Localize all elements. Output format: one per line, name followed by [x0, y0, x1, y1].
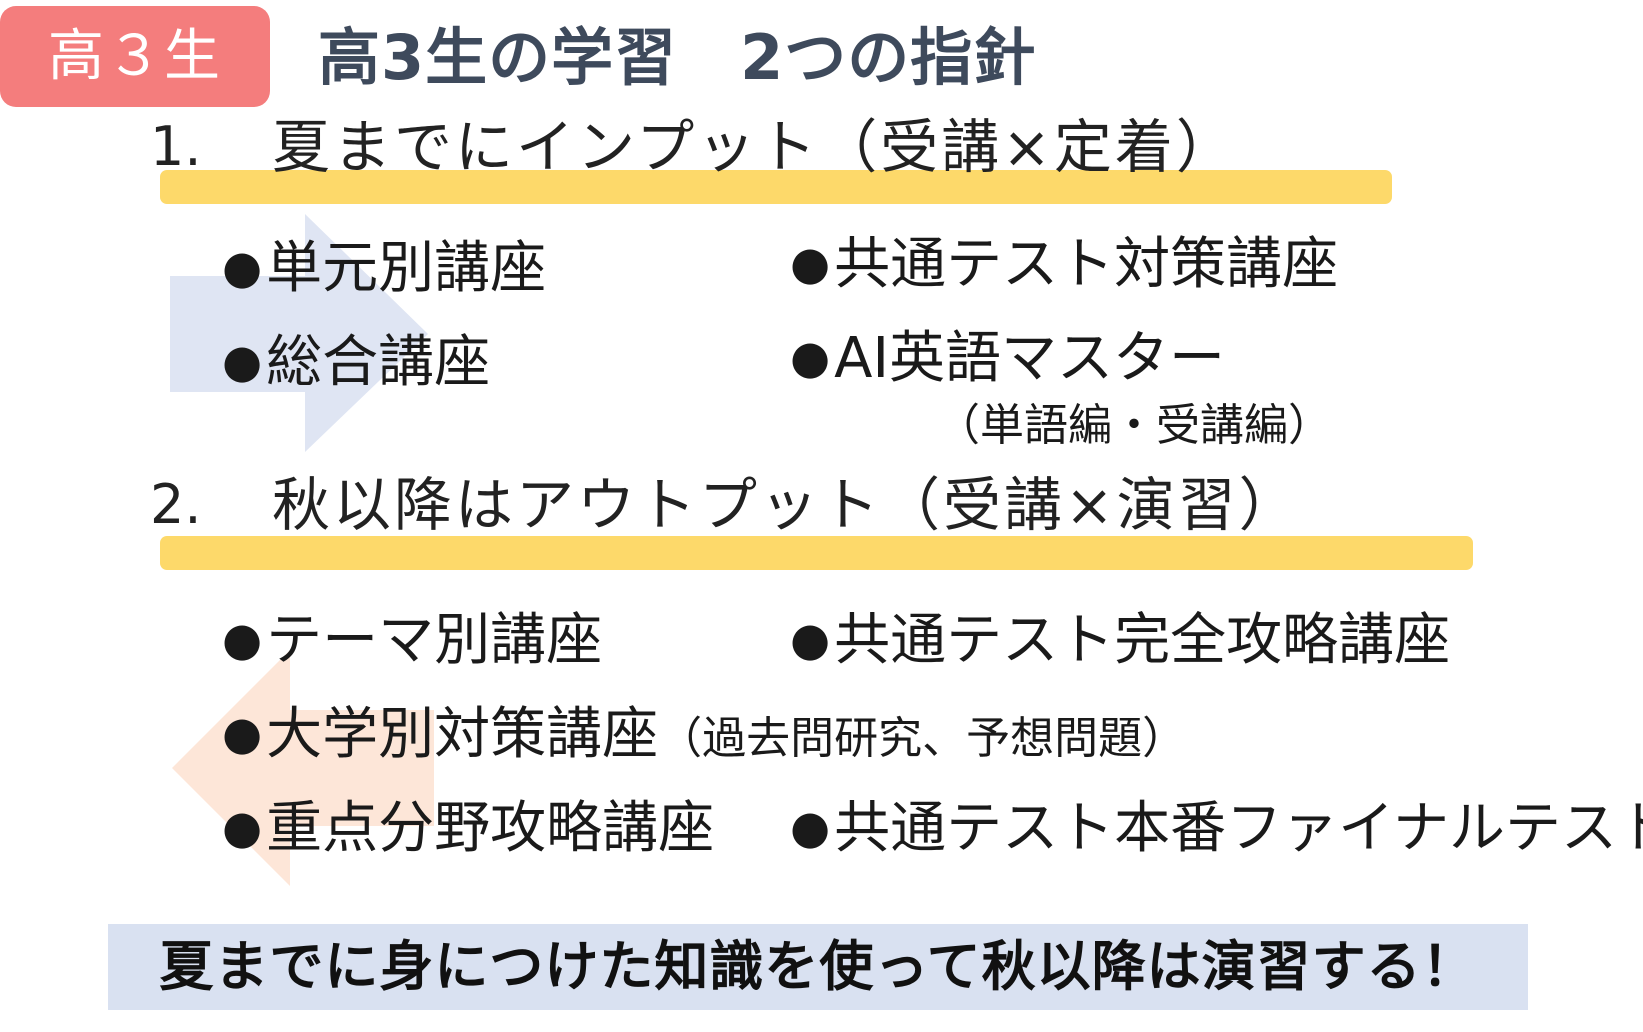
bullet-icon: ● — [790, 612, 831, 666]
bullet-icon: ● — [222, 800, 263, 854]
section-1-highlight — [160, 170, 1392, 204]
list-item: ●共通テスト完全攻略講座 — [790, 608, 1451, 673]
list-item: ●共通テスト対策講座 — [790, 232, 1339, 297]
list-item: ●総合講座 — [222, 330, 491, 395]
bullet-icon: ● — [222, 334, 263, 388]
bullet-icon: ● — [222, 706, 263, 760]
arrow-left-icon — [172, 650, 434, 886]
list-item: ●テーマ別講座 — [222, 608, 603, 673]
grade-badge: 高３生 — [0, 6, 270, 107]
list-item: ●単元別講座 — [222, 236, 547, 301]
item-note: （単語編・受講編） — [936, 400, 1332, 451]
bullet-icon: ● — [222, 612, 263, 666]
list-item: ●共通テスト本番ファイナルテスト — [790, 796, 1643, 861]
list-item: ●大学別対策講座（過去問研究、予想問題） — [222, 702, 1187, 767]
list-item: ●AI英語マスター — [790, 326, 1225, 391]
section-2-number: 2. — [150, 473, 202, 536]
list-item: ●重点分野攻略講座 — [222, 796, 715, 861]
arrow-right-icon — [170, 214, 428, 452]
bullet-icon: ● — [790, 330, 831, 384]
section-1-number: 1. — [150, 115, 202, 178]
bullet-icon: ● — [790, 800, 831, 854]
summary-box — [108, 924, 1528, 1010]
bullet-icon: ● — [222, 240, 263, 294]
section-2-highlight — [160, 536, 1473, 570]
page-title: 高3生の学習 2つの指針 — [318, 21, 1037, 94]
section-2-title: 秋以降はアウトプット（受講×演習） — [272, 471, 1300, 539]
summary-text: 夏までに身につけた知識を使って秋以降は演習する！ — [159, 935, 1477, 998]
bullet-icon: ● — [790, 236, 831, 290]
item-detail: （過去問研究、予想問題） — [658, 713, 1187, 764]
section-1-title: 夏までにインプット（受講×定着） — [272, 113, 1237, 181]
